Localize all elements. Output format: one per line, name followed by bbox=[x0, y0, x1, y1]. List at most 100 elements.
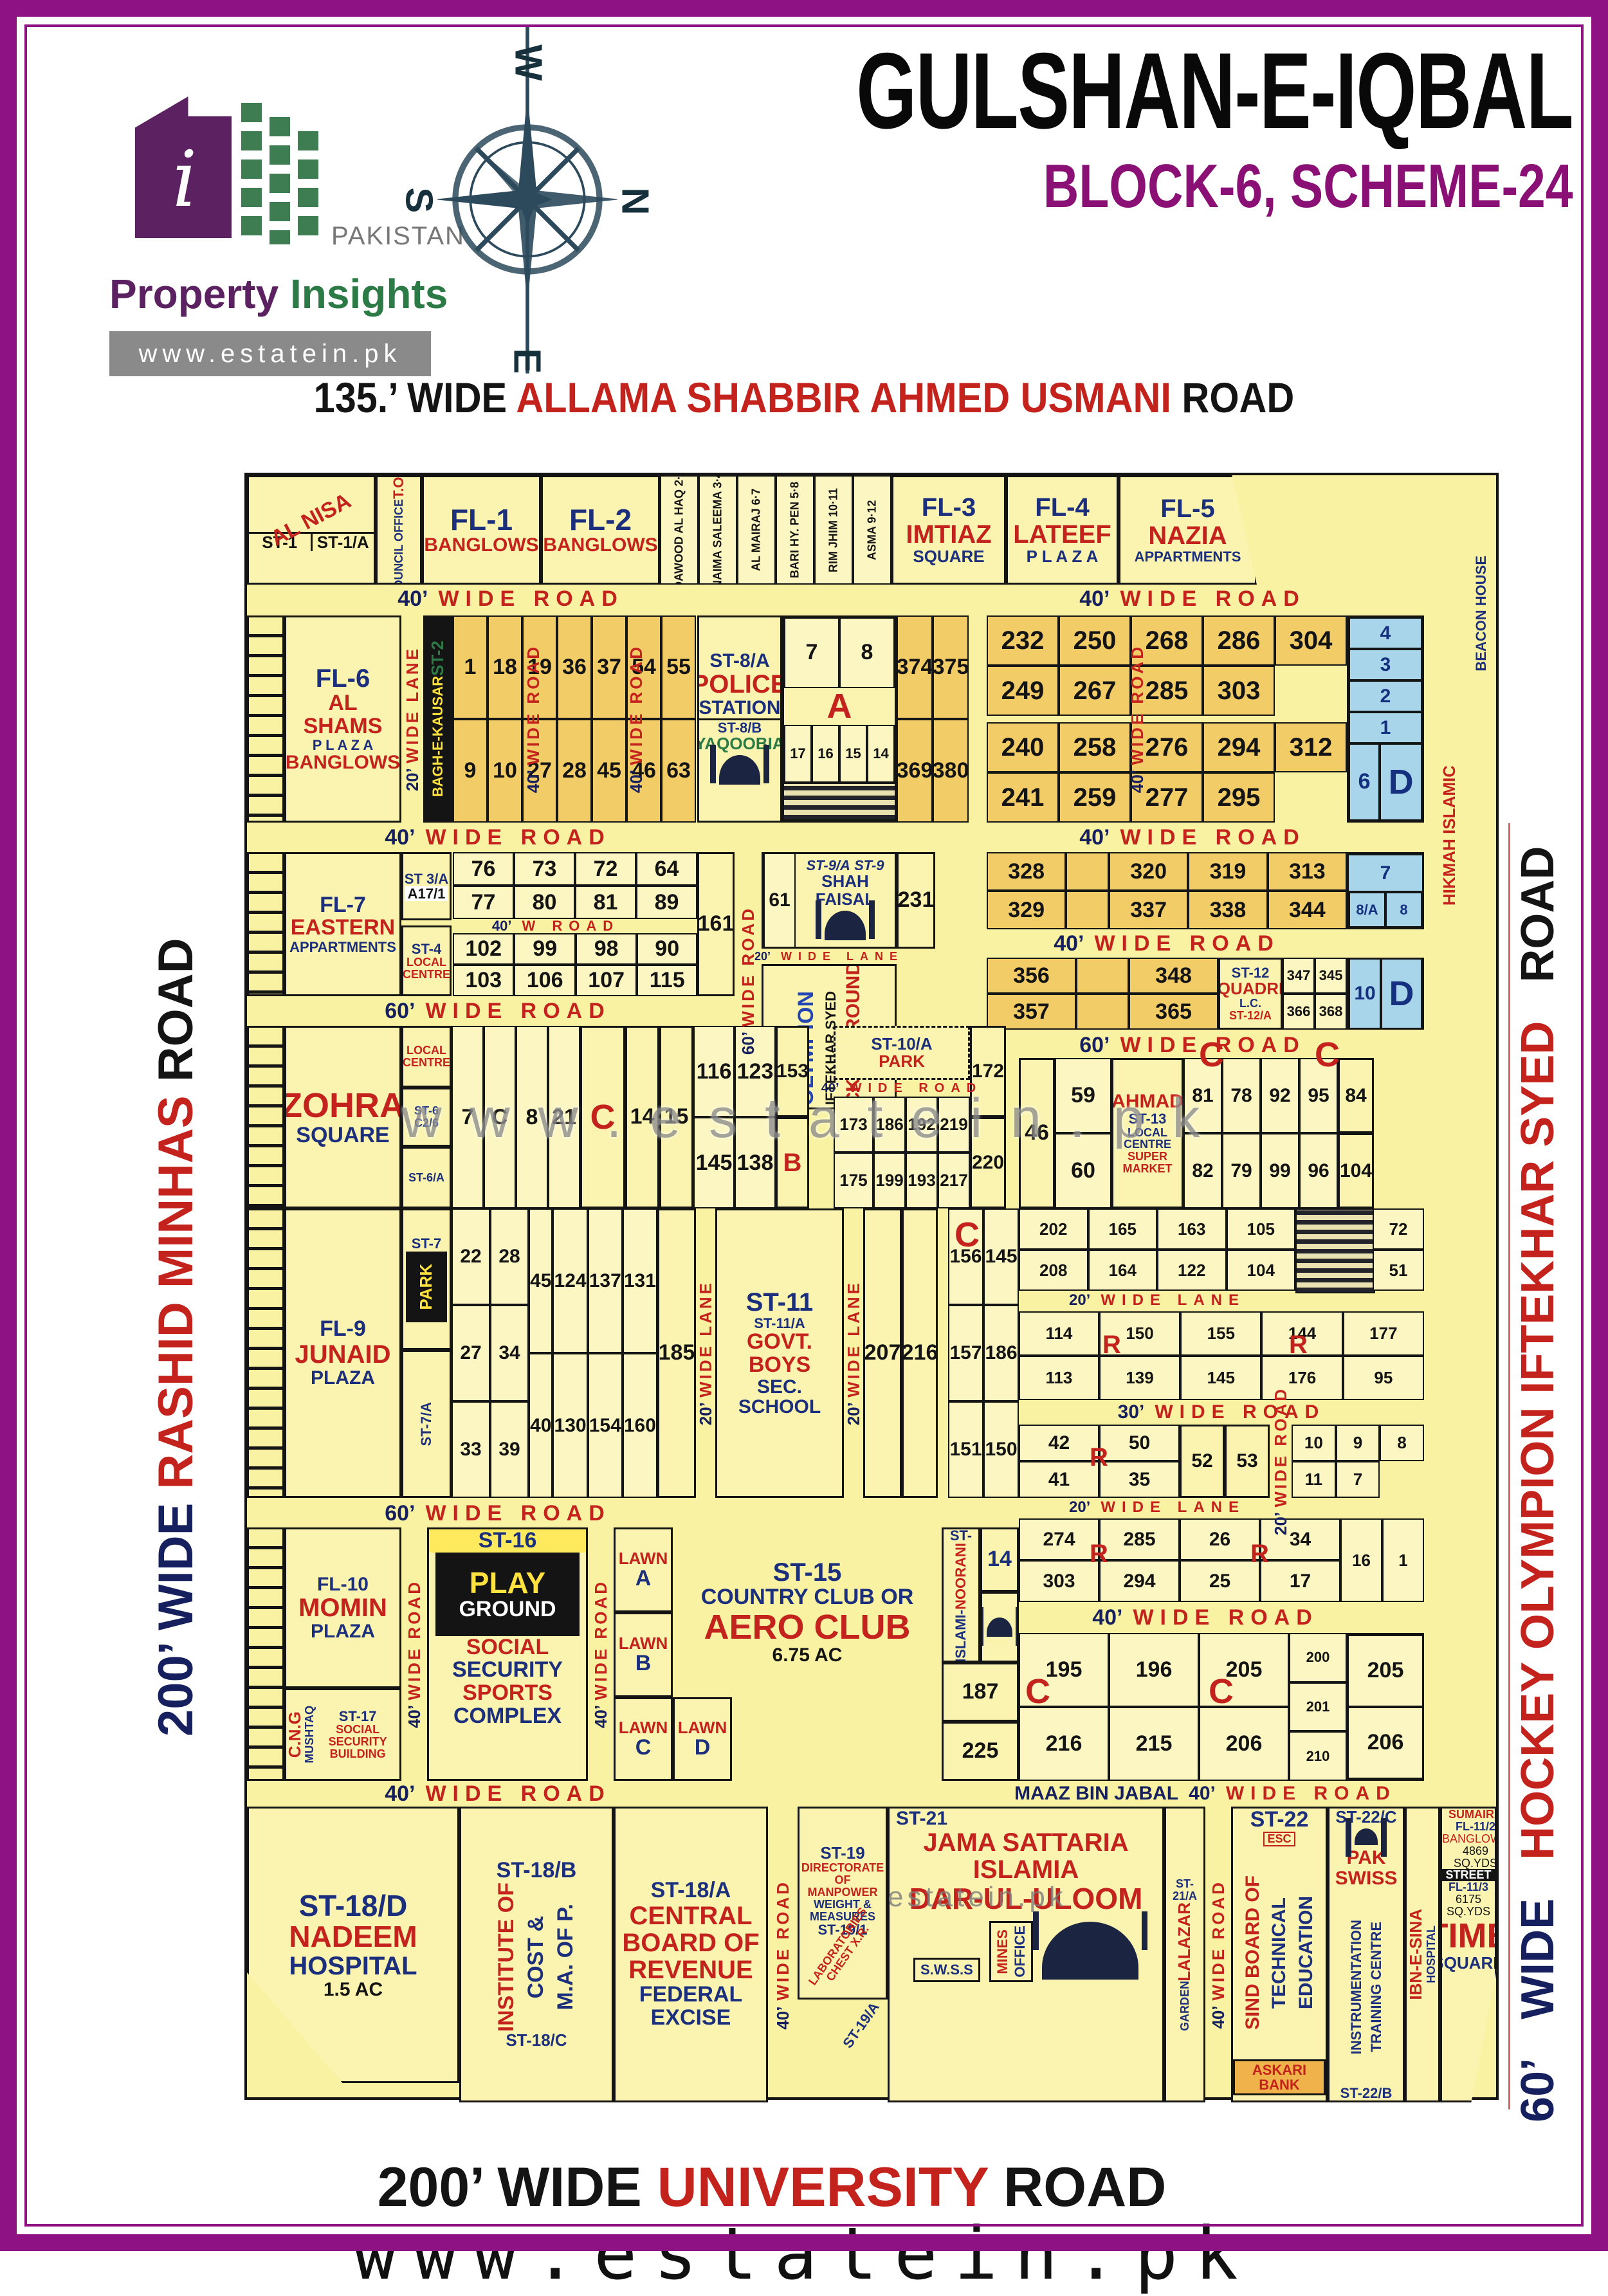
plot: 114 bbox=[1019, 1311, 1099, 1356]
union-council-label: UNION COUNCIL OFFICE bbox=[392, 499, 405, 585]
mosque-icon bbox=[710, 745, 769, 785]
compass-s: S bbox=[397, 187, 441, 213]
station-label: STATION bbox=[699, 697, 781, 719]
plot: 151 bbox=[948, 1401, 983, 1498]
plot: 294 bbox=[1203, 722, 1275, 772]
plot: 303 bbox=[1019, 1560, 1099, 1602]
block-fl-6: FL-6 AL SHAMS P L A Z A BANGLOWS bbox=[284, 615, 401, 823]
lane-20-v1: 20’ WIDE LANE bbox=[695, 1280, 715, 1426]
plot: 19 bbox=[522, 615, 557, 719]
brand-url-bar: www.estatein.pk bbox=[109, 331, 431, 376]
time-square-label: SQUARE bbox=[1442, 1953, 1495, 1973]
mosque-icon bbox=[1346, 1818, 1387, 1857]
plot-231: 231 bbox=[897, 852, 935, 949]
time-label: TIME bbox=[1442, 1917, 1495, 1956]
plot: 175 bbox=[834, 1153, 873, 1208]
block-st-13-ahmad: AHMAD ST-13 LOCAL CENTRE SUPER MARKET bbox=[1111, 1058, 1183, 1208]
plot: 138 bbox=[735, 1117, 776, 1208]
plot-172: 172 bbox=[970, 1026, 1006, 1117]
plot: 60 bbox=[1055, 1133, 1111, 1208]
plot: 27 bbox=[522, 719, 557, 823]
plot bbox=[1075, 958, 1129, 994]
plot: 7 bbox=[784, 617, 839, 688]
plot: 366 bbox=[1283, 994, 1315, 1030]
fl-6-alshams: AL SHAMS bbox=[303, 691, 383, 738]
ahmad-label: AHMAD bbox=[1111, 1090, 1183, 1112]
road-left-suffix: ROAD bbox=[149, 938, 203, 1082]
aero-club-label: AERO CLUB bbox=[704, 1607, 911, 1646]
islamia-label: ISLAMIA bbox=[973, 1855, 1079, 1884]
r-marker: R bbox=[1102, 1331, 1121, 1359]
super-market-label: SUPER MARKET bbox=[1122, 1150, 1173, 1176]
plot: 176 bbox=[1261, 1356, 1343, 1400]
plot: 357 bbox=[987, 994, 1076, 1030]
mushtaq-label: MUSHTAQ bbox=[303, 1706, 316, 1763]
plot-a17-1: A17/1 bbox=[405, 886, 448, 901]
plot: 81 bbox=[1183, 1058, 1222, 1133]
plot: 241 bbox=[987, 772, 1059, 823]
c-marker: C bbox=[1199, 1035, 1224, 1074]
ibn-hospital-label: HOSPITAL bbox=[1424, 1926, 1438, 1983]
block-fl-7: FL-7 EASTERN APPARTMENTS bbox=[284, 852, 401, 996]
road-maaz: MAAZ BIN JABAL 40’WIDE ROAD bbox=[1014, 1783, 1396, 1804]
plot: 39 bbox=[490, 1401, 529, 1498]
map-subtitle: BLOCK-6, SCHEME-24 bbox=[1043, 152, 1573, 221]
plot: 22 bbox=[452, 1208, 490, 1305]
plot: 186 bbox=[873, 1097, 906, 1153]
plot: 77 bbox=[453, 886, 514, 919]
block-lawn-a: LAWN A bbox=[614, 1527, 673, 1612]
block-st-4: ST-4 LOCAL CENTRE bbox=[401, 925, 452, 996]
plot: 7 bbox=[1335, 1461, 1380, 1498]
plot: 154 bbox=[587, 1353, 623, 1498]
fl-5-sub: APPARTMENTS bbox=[1134, 549, 1241, 565]
plot: 17 bbox=[784, 724, 812, 783]
compass-w: W bbox=[507, 44, 550, 81]
plot: 345 bbox=[1315, 958, 1347, 994]
plot: 347 bbox=[1283, 958, 1315, 994]
plot: 96 bbox=[1299, 1133, 1338, 1208]
plot: 124 bbox=[553, 1208, 588, 1353]
plot: 79 bbox=[1222, 1133, 1261, 1208]
plot: 338 bbox=[1188, 891, 1268, 929]
map-title: GULSHAN-E-IQBAL bbox=[856, 30, 1573, 151]
plot: 37 bbox=[592, 615, 626, 719]
hikmah-islamic: HIKMAH ISLAMIC bbox=[1439, 765, 1459, 906]
block-st-6a: ST-6/A bbox=[401, 1147, 452, 1208]
plot: 139 bbox=[1099, 1356, 1181, 1400]
plot: 115 bbox=[637, 965, 697, 996]
plot: 206 bbox=[1199, 1707, 1289, 1781]
block-police-station: ST-8/A POLICE STATION ST-8/B YAQOOBIA bbox=[697, 615, 782, 823]
block-lawn-b: LAWN B bbox=[614, 1612, 673, 1697]
plot: 285 bbox=[1131, 666, 1203, 716]
acreage-label: 1.5 AC bbox=[323, 1978, 383, 2000]
plot: 192 bbox=[906, 1097, 938, 1153]
apartment-strip: RIM JHIM 10·11 bbox=[814, 475, 853, 585]
zohra-label: ZOHRA bbox=[284, 1086, 401, 1125]
plot: 250 bbox=[1059, 615, 1131, 666]
garden-label: GARDEN bbox=[1178, 1981, 1191, 2032]
road-edge-line bbox=[1508, 823, 1510, 2109]
plot: 131 bbox=[622, 1208, 657, 1353]
plot: 9 bbox=[1335, 1425, 1380, 1461]
compass-e: E bbox=[506, 348, 549, 374]
plot: 195 bbox=[1019, 1633, 1109, 1707]
plot: 150 bbox=[1099, 1311, 1181, 1356]
dense-plots bbox=[1295, 1208, 1375, 1293]
plot: 144 bbox=[1261, 1311, 1343, 1356]
compass-rose-icon: W N S E bbox=[386, 19, 669, 379]
block-fl-10: FL-10 MOMIN PLAZA bbox=[284, 1527, 401, 1688]
instrumentation-label: INSTRUMENTATION bbox=[1348, 1919, 1364, 2055]
plot: 81 bbox=[575, 886, 636, 919]
road-bottom-name: UNIVERSITY bbox=[657, 2156, 989, 2218]
road-40-v5: 40’ WIDE ROAD bbox=[590, 1580, 610, 1729]
plot-220: 220 bbox=[970, 1117, 1006, 1208]
plot: 344 bbox=[1267, 891, 1347, 929]
plot: 80 bbox=[514, 886, 575, 919]
block-map: AL NISA ST-1 ST-1/A T.O. CLINIC UNION CO… bbox=[244, 473, 1499, 2102]
